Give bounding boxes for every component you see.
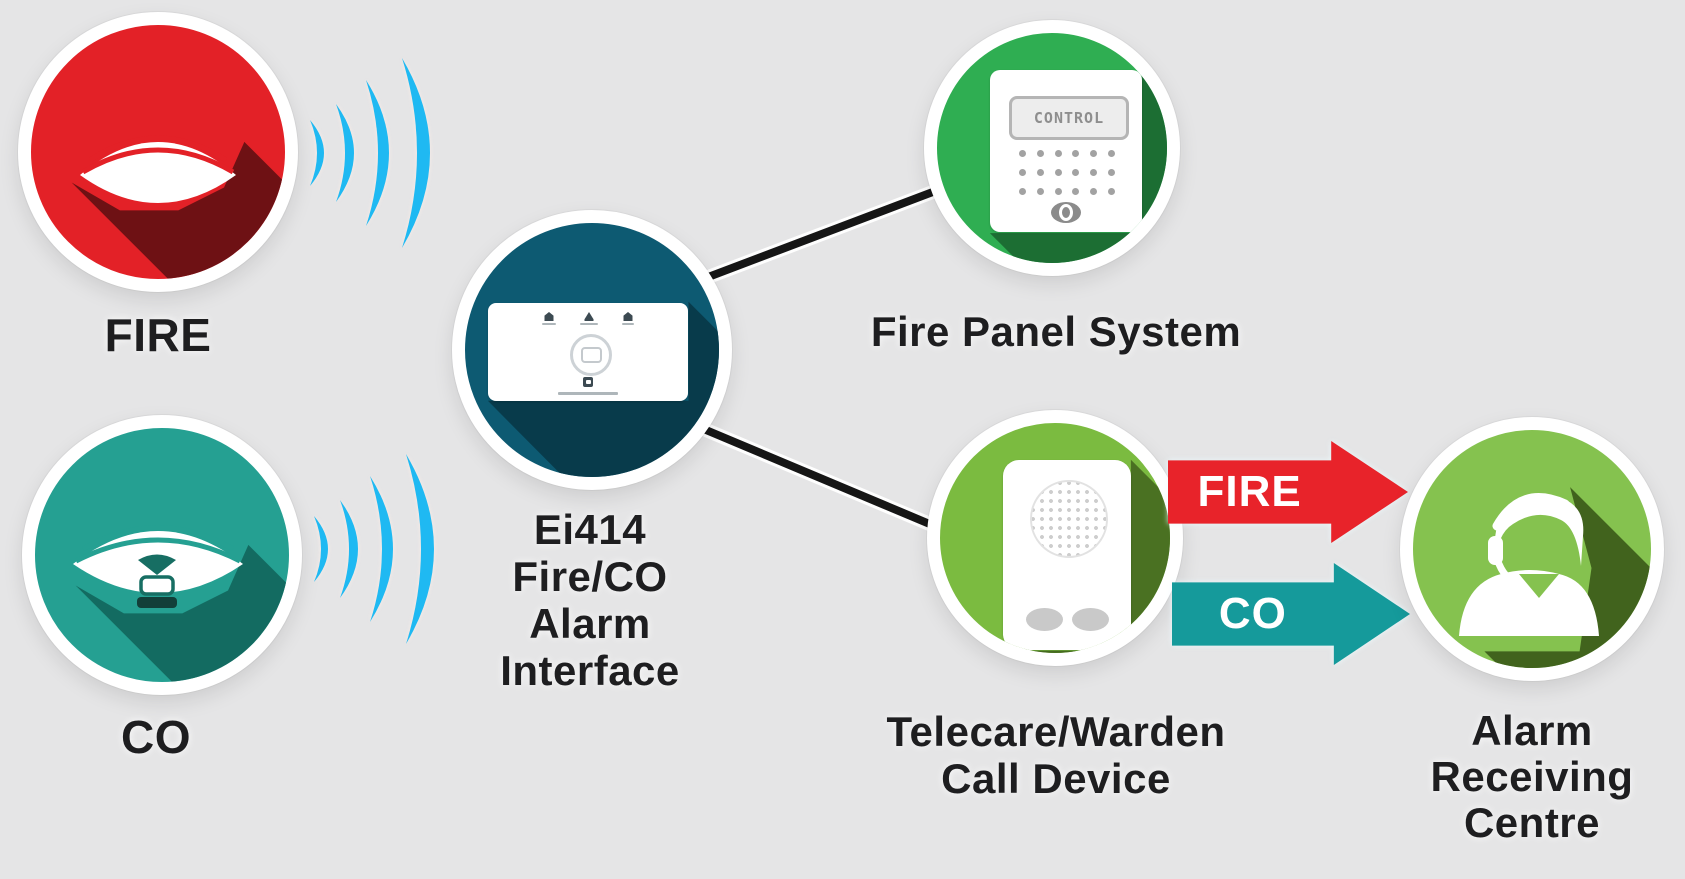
brand-mark-icon [583,377,593,387]
speaker-device-icon [1003,460,1131,650]
fire-arrow: FIRE [1168,441,1408,543]
node-co-sensor [22,415,302,695]
node-fire-sensor [18,12,298,292]
headset-operator-icon [1459,493,1599,636]
fire-panel-label: Fire Panel System [870,308,1242,355]
co-arrow-label: CO [1218,589,1287,638]
radio-waves-icon [310,58,430,248]
node-telecare-device [927,410,1183,666]
interface-label: Ei414 Fire/CO Alarm Interface [500,506,680,695]
node-alarm-receiving-centre [1400,417,1664,681]
smoke-alarm-icon [80,135,236,203]
fire-arrow-label: FIRE [1197,467,1302,516]
power-button-icon [1051,202,1081,223]
keypad-dots [1014,150,1120,195]
control-panel-icon: CONTROL [990,70,1142,232]
speaker-grille-icon [1030,480,1108,558]
radio-waves-icon [314,454,434,644]
fire-sensor-label: FIRE [104,309,212,361]
ei414-device-icon [488,303,688,401]
connector-interface-to-panel [699,186,942,283]
device-caption-bar [558,392,618,395]
node-fire-panel: CONTROL [924,20,1180,276]
co-sensor-label: CO [121,711,191,763]
connector-interface-to-telecare [702,426,936,529]
control-display: CONTROL [1009,96,1129,140]
test-button [570,334,612,376]
node-ei414-interface [452,210,732,490]
alarm-receiving-centre-label: Alarm Receiving Centre [1430,707,1634,847]
status-icons [488,312,688,325]
co-alarm-icon [73,525,243,608]
call-buttons [1003,608,1131,631]
co-arrow: CO [1172,563,1410,665]
telecare-label: Telecare/Warden Call Device [886,708,1226,803]
